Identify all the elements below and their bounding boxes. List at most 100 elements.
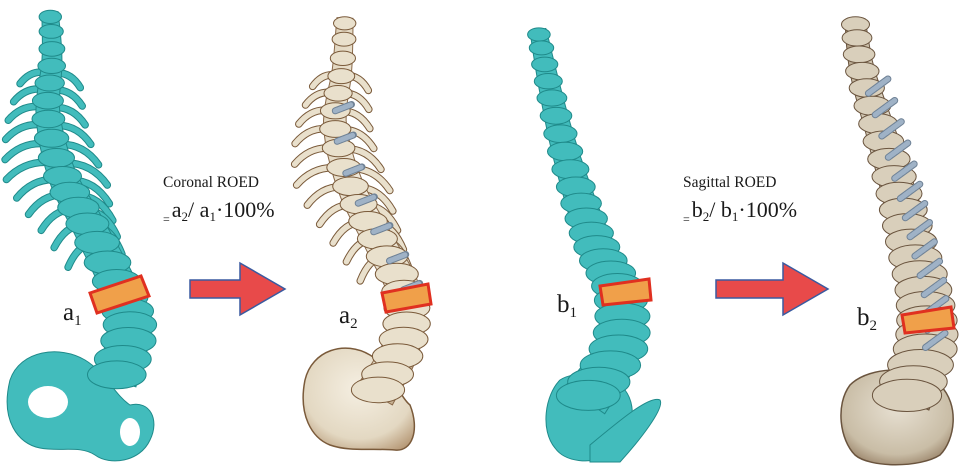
vertebra — [37, 57, 67, 75]
vertebra — [323, 85, 353, 102]
vertebra — [871, 378, 943, 412]
vertebra — [31, 91, 64, 110]
sagittal-sep: / — [709, 197, 721, 222]
sagittal-num-letter: b — [691, 197, 703, 222]
pelvis-foramen-a1 — [28, 386, 68, 418]
sagittal-den-sub: 1 — [731, 209, 739, 224]
iliac-crest-b1 — [589, 398, 662, 463]
pedicle-screw — [343, 164, 365, 176]
spine-ct-a2 — [290, 16, 433, 451]
pelvis-foramen-a1 — [120, 418, 140, 446]
vertebra — [329, 50, 356, 66]
pedicle-screw — [921, 277, 947, 298]
vertebra — [539, 106, 573, 125]
vertebra — [845, 61, 880, 81]
measured-segment-b1 — [598, 277, 653, 307]
vertebra — [34, 74, 65, 92]
label-a1-letter: a — [63, 299, 75, 326]
coronal-eq: = — [163, 212, 170, 226]
sagittal-den-letter: b — [720, 197, 732, 222]
pedicle-screw — [907, 220, 932, 240]
sagittal-num-sub: 2 — [702, 209, 710, 224]
label-a2-sub: 2 — [350, 316, 358, 332]
vertebra — [842, 45, 876, 64]
vertebra — [37, 148, 76, 168]
vertebra — [555, 379, 621, 411]
vertebra-group-a1 — [31, 9, 158, 390]
coronal-den-letter: a — [199, 197, 210, 222]
coronal-formula: =a2/ a1·100% — [163, 197, 275, 226]
vertebra — [547, 141, 584, 162]
label-a1-sub: 1 — [74, 313, 82, 329]
arrow-coronal — [189, 261, 287, 317]
coronal-suffix: ·100% — [215, 197, 275, 222]
spine-ct-b2 — [840, 16, 959, 466]
vertebra — [533, 73, 563, 90]
label-a1: a1 — [63, 300, 82, 329]
vertebra — [31, 109, 66, 129]
sagittal-title: Sagittal ROED — [683, 174, 777, 191]
measured-segment-b2 — [900, 305, 956, 335]
vertebra — [331, 31, 357, 47]
pedicle-screw — [334, 132, 356, 144]
label-a2: a2 — [339, 303, 358, 332]
pedicle-screw — [902, 201, 928, 221]
vertebra — [38, 41, 66, 57]
coronal-title: Coronal ROED — [163, 174, 260, 191]
pedicle-screw — [355, 194, 377, 206]
measured-segment-a1 — [88, 274, 151, 315]
coronal-num-letter: a — [171, 197, 182, 222]
arrow-sagittal — [715, 261, 830, 317]
measured-segment-a2 — [380, 282, 433, 314]
pedicle-screw — [912, 239, 937, 259]
spine-model-b1 — [527, 27, 662, 463]
label-b2-sub: 2 — [869, 318, 878, 334]
pedicle-screw — [885, 140, 911, 160]
vertebra — [527, 27, 551, 42]
label-b1: b1 — [557, 292, 577, 321]
pedicle-screw — [879, 119, 904, 139]
vertebra — [74, 230, 120, 255]
vertebra — [33, 128, 70, 148]
vertebra — [319, 120, 352, 138]
pedicle-screw — [387, 252, 409, 264]
spine-model-a1 — [1, 9, 158, 462]
vertebra — [551, 159, 590, 180]
vertebra — [536, 89, 568, 107]
pedicle-screw — [897, 181, 923, 201]
vertebra — [38, 9, 62, 24]
pedicle-screw — [892, 161, 917, 181]
pedicle-screw — [371, 223, 393, 235]
vertebra-group-b1 — [527, 27, 651, 411]
vertebra — [543, 124, 578, 143]
label-a2-letter: a — [339, 302, 351, 329]
label-b1-letter: b — [557, 291, 570, 318]
coronal-num-sub: 2 — [181, 209, 189, 224]
pelvis-wing-a1 — [6, 351, 155, 462]
label-b2-letter: b — [857, 304, 870, 331]
pelvis-a1 — [6, 351, 155, 462]
pedicle-screw — [917, 258, 943, 279]
label-b2: b2 — [857, 305, 877, 334]
vertebra — [327, 68, 356, 85]
vertebra — [841, 29, 873, 47]
vertebra — [332, 176, 369, 197]
sagittal-suffix: ·100% — [738, 197, 798, 222]
pedicle-screw — [865, 76, 891, 96]
label-b1-sub: 1 — [569, 305, 578, 321]
vertebra — [350, 376, 406, 404]
pedicle-screw — [332, 102, 354, 114]
sagittal-formula: =b2/ b1·100% — [683, 197, 798, 226]
sagittal-eq: = — [683, 212, 690, 226]
coronal-den-sub: 1 — [209, 209, 216, 224]
vertebra — [528, 40, 555, 56]
vertebra — [38, 24, 64, 39]
vertebra — [531, 56, 559, 73]
vertebra — [333, 16, 357, 31]
coronal-sep: / — [188, 197, 200, 222]
vertebra-group-b2 — [841, 16, 959, 412]
pedicle-screw — [872, 98, 898, 118]
vertebra — [87, 360, 147, 390]
pedicle-screw — [923, 330, 948, 350]
